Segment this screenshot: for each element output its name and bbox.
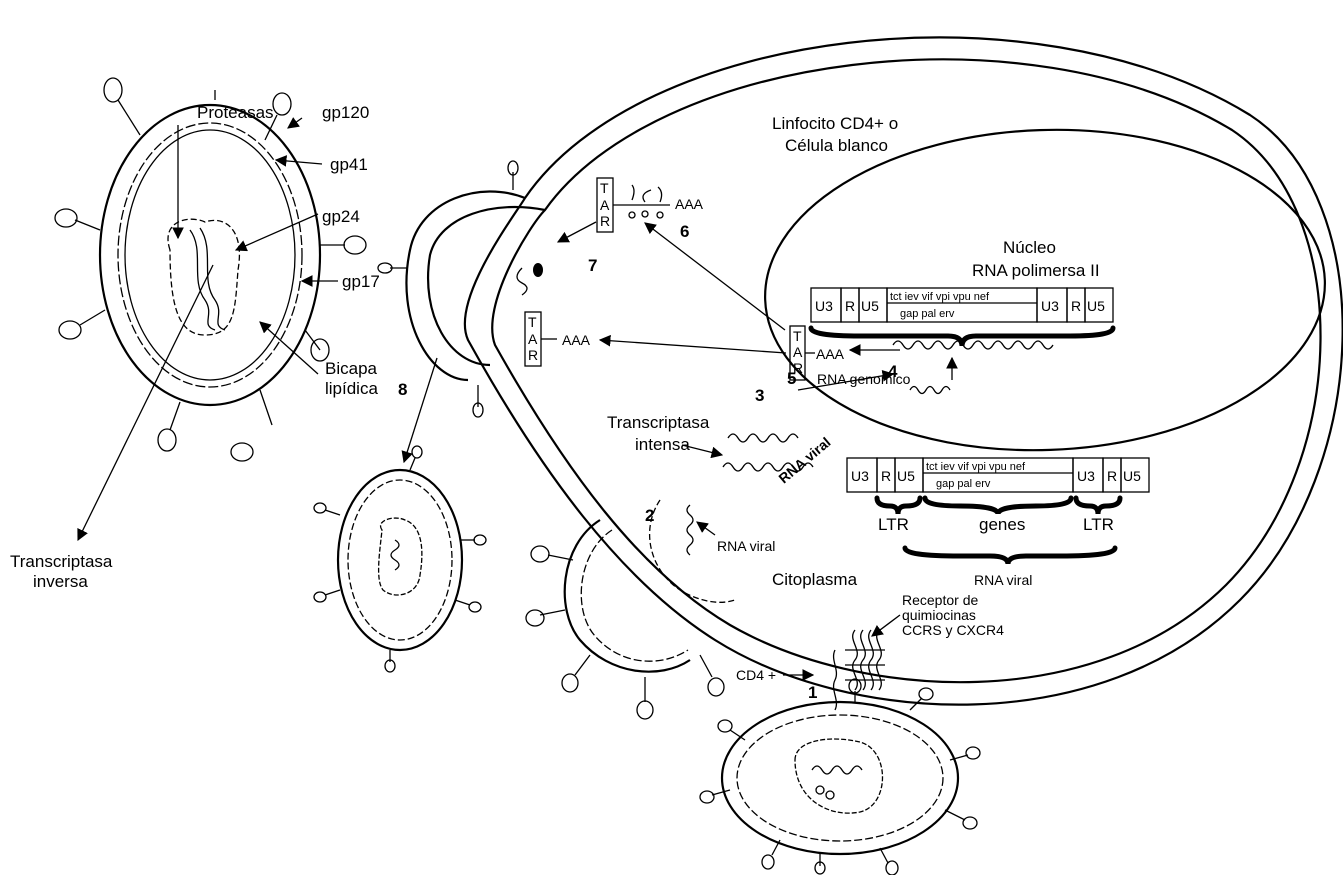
genome-map-cytoplasm: U3 R U5 tct iev vif vpi vpu nef gap pal … [847,458,1149,564]
fusing-virion [526,500,735,719]
cell-title-line-1: Linfocito CD4+ o [772,114,898,133]
svg-text:R: R [528,347,538,363]
label-gp24: gp24 [322,207,360,226]
nucleus-subtitle: RNA polimersa II [972,261,1100,280]
nucleus [760,120,1331,459]
genes-top-cyto: tct iev vif vpi vpu nef [926,461,1026,473]
bracket-genes: genes [979,515,1025,534]
label-receptor-1: Receptor de [902,592,978,608]
label-gp120: gp120 [322,103,369,122]
svg-text:A: A [528,331,538,347]
step-6: 6 [680,222,689,241]
aaa-nucleus: AAA [816,346,845,362]
protein-chains [632,185,662,202]
label-gp41: gp41 [330,155,368,174]
step-7: 7 [588,256,597,275]
genes-bottom: gap pal erv [900,308,955,320]
step-5: 5 [787,369,796,388]
bracket-ltr-left: LTR [878,515,909,534]
box-u5-cyto-right: U5 [1123,468,1141,484]
step-4: 4 [888,362,898,381]
svg-text:A: A [793,344,803,360]
cell-title-line-2: Célula blanco [785,136,888,155]
genomic-rna-strand [893,341,1053,349]
rna-step-2 [687,505,693,555]
label-receptor-2: quimiocinas [902,607,976,623]
genes-top: tct iev vif vpi vpu nef [890,291,990,303]
label-transcriptasa-intensa-2: intensa [635,435,690,454]
label-transcriptasa-inversa-1: Transcriptasa [10,552,113,571]
box-r-cyto-right: R [1107,468,1117,484]
label-bicapa-2: lipídica [325,379,378,398]
step-8: 8 [398,380,407,399]
step-2: 2 [645,506,654,525]
box-r-cyto: R [881,468,891,484]
arrow-gp41 [276,160,322,164]
assembly-strand [517,268,527,295]
tar-top: T A R [597,178,613,232]
step-1: 1 [808,683,817,702]
assembly-particle [533,263,543,277]
label-proteasas: Proteasas [197,103,274,122]
box-r: R [845,298,855,314]
entry-vesicle [378,161,545,417]
bracket-ltr-right: LTR [1083,515,1114,534]
bracket-rna-viral: RNA viral [974,572,1032,588]
label-citoplasma: Citoplasma [772,570,858,589]
budding-virion [314,446,486,672]
arrow-gp24 [236,214,318,250]
svg-text:T: T [528,314,537,330]
attaching-virion [700,650,980,875]
svg-text:R: R [600,213,610,229]
aaa-top: AAA [675,196,704,212]
aaa-middle: AAA [562,332,591,348]
label-rna-viral-small: RNA viral [717,538,775,554]
svg-text:T: T [793,328,802,344]
box-u3-right: U3 [1041,298,1059,314]
arrow-bicapa [260,322,318,374]
step-3: 3 [755,386,764,405]
label-transcriptasa-intensa-1: Transcriptasa [607,413,710,432]
box-r-right: R [1071,298,1081,314]
box-u5-right: U5 [1087,298,1105,314]
label-cd4: CD4 + [736,667,776,683]
box-u5: U5 [861,298,879,314]
box-u3-cyto-right: U3 [1077,468,1095,484]
nucleus-title: Núcleo [1003,238,1056,257]
label-transcriptasa-inversa-2: inversa [33,572,88,591]
tar-middle: T A R [525,312,541,366]
genome-map-nucleus: U3 R U5 tct iev vif vpi vpu nef gap pal … [811,288,1113,346]
label-receptor-3: CCRS y CXCR4 [902,622,1004,638]
rna-step-4 [910,387,950,394]
svg-text:T: T [600,180,609,196]
rna-strand-upper [728,434,798,442]
label-bicapa-1: Bicapa [325,359,378,378]
label-gp17: gp17 [342,272,380,291]
genes-bottom-cyto: gap pal erv [936,478,991,490]
svg-text:A: A [600,197,610,213]
arrow-gp120 [288,118,302,128]
box-u5-cyto: U5 [897,468,915,484]
box-u3: U3 [815,298,833,314]
box-u3-cyto: U3 [851,468,869,484]
